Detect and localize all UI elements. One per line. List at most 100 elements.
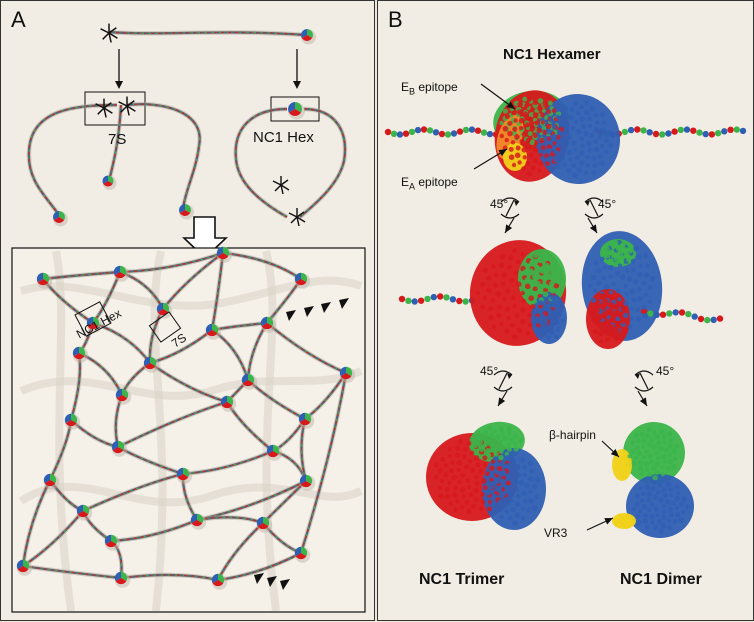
trimer-red-texture-bead-46 <box>443 462 449 468</box>
left-dimer-end-3-red <box>179 210 191 216</box>
hexamer-blue-texture-bead-57 <box>579 104 584 110</box>
down-left-mid-head <box>498 397 506 406</box>
network-nc1-node-4-green <box>93 316 100 327</box>
hexamer-blue-texture-bead-33 <box>558 121 563 127</box>
network-nc1-node-22-blue <box>190 513 197 524</box>
hexamer-blue-texture-bead-45 <box>585 163 591 168</box>
top-monomer-7s-domain-ray-1 <box>102 32 110 40</box>
top-7s-star-1-ray-5 <box>103 107 107 118</box>
right-hex-7s-1-ray-3 <box>280 179 289 186</box>
hexamer-right-helix-bead-23 <box>739 127 747 135</box>
hexamer-red-texture-bead-2 <box>529 125 536 132</box>
tilted-right-blue-texture-bead-5 <box>626 276 633 283</box>
tilted-right-red-texture-bead-1 <box>602 320 608 326</box>
trimer-red-texture-bead-39 <box>490 459 496 464</box>
tilted-left-green-texture-bead-17 <box>524 277 531 283</box>
dimer-green-texture-bead-49 <box>646 427 652 432</box>
tilted-left-red-texture-bead-53 <box>516 327 523 334</box>
dimer-green-texture-bead-16 <box>662 459 668 465</box>
hexamer-red-texture-bead-24 <box>538 152 543 158</box>
dimer-green-texture-bead-21 <box>667 452 672 458</box>
network-nc1-node-21-red <box>77 511 89 518</box>
left-dimer-end-2-red <box>103 181 113 187</box>
trimer-blue-texture-bead-11 <box>514 501 521 508</box>
tilted-right-blue-texture-bead-52 <box>637 254 642 260</box>
tilted-right-green-texture-bead-6 <box>613 257 618 262</box>
tilted-left-red-texture-bead-14 <box>504 306 511 313</box>
network-nc1-node-10-blue <box>241 373 248 384</box>
trimer-red-texture-bead-17 <box>451 474 457 481</box>
network-nc1-node-25-blue <box>16 559 23 570</box>
dimer-green-texture-bead-4 <box>644 449 649 455</box>
trimer-red-texture-bead-77 <box>437 493 444 499</box>
hexamer-blue-texture-bead-10 <box>580 123 586 129</box>
tilted-left-red-texture-bead-49 <box>508 255 514 261</box>
right-hex-7s-2 <box>288 208 306 227</box>
hexamer-right-helix-bead-4 <box>621 128 629 136</box>
trimer-green-texture-bead-14 <box>485 447 491 454</box>
hexamer-red-texture-bead-33 <box>513 118 518 123</box>
hexamer-blue-texture-bead-32 <box>579 160 585 166</box>
dimer-green-texture-bead-33 <box>636 438 641 444</box>
tilted-right-blue-texture-bead-21 <box>637 287 642 292</box>
dimer-yellow-hairpin-texture-bead-8 <box>625 465 631 472</box>
trimer-red-texture-bead-49 <box>463 446 469 452</box>
tilted-left-red-texture-bead-72 <box>475 290 481 296</box>
top-monomer-strand-green-beads <box>108 31 307 36</box>
arrowhead-right-3 <box>321 302 331 313</box>
trimer-blue-texture-bead-45 <box>520 515 526 521</box>
hexamer-green-texture-bead-53 <box>529 139 536 146</box>
dimer-yellow-hairpin-texture-bead-10 <box>622 452 628 458</box>
hexamer-blue-texture-bead-56 <box>553 156 559 163</box>
hexamer-blue-texture-bead-24 <box>585 155 590 160</box>
tilted-left-helix-bead-5 <box>430 293 437 301</box>
tilted-left-red-texture-bead-16 <box>530 304 536 309</box>
tilted-left-red-texture-bead-35 <box>496 312 502 319</box>
tilted-right-blue-texture-bead-63 <box>647 299 652 305</box>
network-strand-31-blue-beads <box>182 450 274 475</box>
network-nc1-node-8-green <box>79 346 86 357</box>
trimer-green-texture-bead-28 <box>487 425 493 431</box>
right-hex-strand-right-red-beads <box>299 108 346 218</box>
tilted-right-blue-texture-bead-15 <box>617 263 623 268</box>
trimer-blue-texture-bead-48 <box>499 514 504 520</box>
hexamer-blue-texture-bead-50 <box>597 153 604 160</box>
network-nc1-node-11-green <box>346 366 353 377</box>
network-nc1-node-25-green <box>23 559 30 570</box>
angle-right-mid: 45° <box>656 364 675 378</box>
tilted-left-green-texture-bead-18 <box>550 262 555 267</box>
network-strand-50-red-beads <box>300 372 347 554</box>
tilted-left-red-texture-bead-8 <box>528 295 534 302</box>
dimer-blue-texture-bead-10 <box>662 493 668 499</box>
rotate-left-mid-arc-top <box>493 370 513 376</box>
trimer-red-texture-bead-61 <box>459 504 465 510</box>
hexamer-left-helix-bead-9 <box>438 130 446 138</box>
tilted-left-red-texture-bead-40 <box>510 322 516 328</box>
hexamer-green-texture-bead-52 <box>547 100 553 106</box>
dimer-green-texture-bead-24 <box>660 465 665 470</box>
trimer-red-texture-bead-54 <box>447 453 453 459</box>
hexamer-blue-texture-bead-3 <box>580 143 585 148</box>
dimer-blue-texture-bead-16 <box>669 512 675 518</box>
tilted-left-helix-bead-6 <box>437 293 444 300</box>
panel-b: B NC1 Hexamer EB epitope EA epitope 45° … <box>377 0 754 621</box>
rotate-right-mid-head <box>635 373 640 379</box>
tilted-right-green-texture-bead-17 <box>600 250 607 257</box>
network-nc1-node-23-green <box>111 534 118 545</box>
trimer-red-texture-bead-40 <box>464 499 470 505</box>
dimer-green-texture-bead-27 <box>644 467 650 472</box>
dimer-green-texture-bead-17 <box>636 450 643 457</box>
hexamer-red-texture-bead-58 <box>545 161 551 166</box>
network-nc1-node-7-red <box>261 323 273 330</box>
tilted-right-red-texture-bead-5 <box>612 310 618 316</box>
hexamer-blue-texture-bead-41 <box>561 113 568 119</box>
rotate-right-mid-arc-top <box>634 370 654 376</box>
tilted-left-red-texture-bead-32 <box>519 319 526 325</box>
tilted-right-red-texture-bead-19 <box>604 337 610 343</box>
tilted-right-blue-texture-bead-26 <box>636 271 643 278</box>
tilted-left-red-texture-bead-25 <box>492 282 498 288</box>
trimer-red-texture-bead-10 <box>475 462 481 468</box>
trimer-red-texture-bead-6 <box>466 485 472 490</box>
trimer-red-texture-bead-74 <box>466 508 472 515</box>
trimer-red-texture-bead-48 <box>455 499 460 504</box>
